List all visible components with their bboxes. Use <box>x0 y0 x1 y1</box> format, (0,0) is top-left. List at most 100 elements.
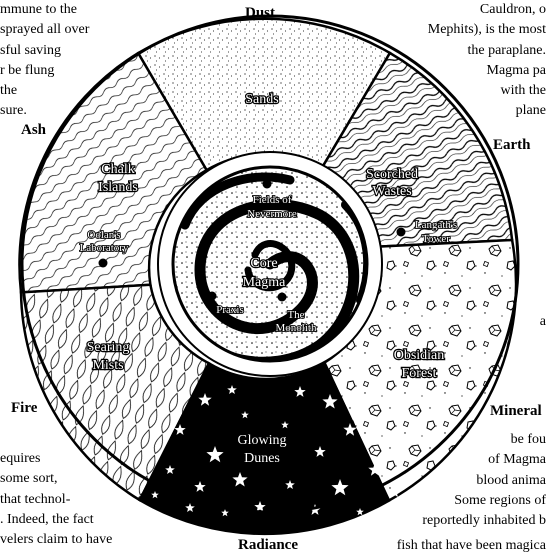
svg-text:Oolan's: Oolan's <box>87 229 120 241</box>
sands-region-label: Sands <box>245 92 278 107</box>
obsidian-forest-region-label: Obsidian Forest <box>393 347 446 382</box>
star-glyph <box>309 504 321 515</box>
star-glyph <box>322 394 338 409</box>
star-glyph <box>206 446 224 463</box>
ash-label: Ash <box>21 122 47 138</box>
prose-line: be fou <box>510 432 546 447</box>
prose-line: the <box>0 83 18 99</box>
svg-text:Magma: Magma <box>243 275 287 290</box>
svg-text:Fields of: Fields of <box>253 194 292 206</box>
svg-text:Chalk: Chalk <box>101 162 134 177</box>
svg-text:Praxis: Praxis <box>216 304 244 316</box>
star-glyph <box>281 421 289 429</box>
prose-line: . Indeed, the fact <box>0 511 94 527</box>
mineral-label: Mineral <box>490 403 542 419</box>
site-marker <box>396 227 406 237</box>
prose-line: blood anima <box>476 472 546 488</box>
scorched-wastes-region-label: Scorched Wastes <box>365 166 419 200</box>
prose-line: fish that have been magica <box>396 538 546 553</box>
prose-line: Some regions of <box>454 492 546 508</box>
star-glyph <box>294 386 306 397</box>
star-glyph <box>194 481 206 492</box>
prose-line: Cauldron, o <box>479 2 546 17</box>
praxis-site: Praxis <box>207 291 245 317</box>
prose-line: Magma pa <box>486 62 546 78</box>
svg-text:Glowing: Glowing <box>238 433 287 448</box>
star-glyph <box>285 480 295 489</box>
the-monolith-site: The Monolith <box>275 292 318 335</box>
star-glyph <box>356 508 364 516</box>
site-marker <box>207 291 217 301</box>
star-glyph <box>198 393 212 406</box>
fire-sector <box>19 283 211 502</box>
dust-label: Dust <box>245 5 275 21</box>
star-glyph <box>368 463 382 476</box>
star-glyph <box>221 509 229 517</box>
svg-text:Mists: Mists <box>92 358 123 373</box>
prose-bottom-right: be fou of Magma blood anima Some regions… <box>386 430 546 531</box>
prose-line: sure. <box>0 103 27 119</box>
fields-of-nevermore-site: Fields of Nevermore <box>246 179 298 221</box>
star-glyph <box>314 446 326 457</box>
radiance-label: Radiance <box>238 537 298 553</box>
star-glyph <box>331 479 349 496</box>
prose-line: velers claim to have <box>0 532 113 548</box>
prose-line: r be flung <box>0 62 55 78</box>
svg-text:Dunes: Dunes <box>244 451 280 466</box>
core-magma-region-label: Core Magma <box>241 255 287 291</box>
prose-line: a <box>539 314 546 329</box>
star-glyph <box>227 385 237 394</box>
svg-text:Nevermore: Nevermore <box>247 208 297 220</box>
oolans-laboratory-site: Oolan's Laboratory <box>79 228 130 268</box>
prose-top-left: mmune to the sprayed all over sful savin… <box>0 0 150 122</box>
svg-text:Forest: Forest <box>402 366 437 381</box>
svg-text:Langath's: Langath's <box>415 219 457 231</box>
prose-bottom-line: fish that have been magica <box>190 536 546 556</box>
prose-line: Mephits), is the most <box>427 22 546 38</box>
glowing-dunes-region-label: Glowing Dunes <box>236 432 287 467</box>
prose-line: the paraplane. <box>467 42 546 58</box>
prose-line: sprayed all over <box>0 22 90 38</box>
site-marker <box>98 258 108 268</box>
prose-line: that technol- <box>0 491 71 507</box>
svg-text:Obsidian: Obsidian <box>394 348 445 363</box>
star-glyph <box>174 424 186 435</box>
prose-line: sful saving <box>0 42 62 58</box>
star-glyph <box>151 491 159 499</box>
star-glyph <box>185 503 195 512</box>
prose-line: mmune to the <box>0 2 77 17</box>
langaths-tower-site: Langath's Tower <box>396 218 458 246</box>
prose-line: equires <box>0 451 41 466</box>
radiance-stars <box>151 385 400 517</box>
svg-text:Searing: Searing <box>87 340 130 355</box>
svg-text:Monolith: Monolith <box>276 322 317 334</box>
site-marker <box>262 179 272 189</box>
prose-line: of Magma <box>488 452 546 468</box>
earth-label: Earth <box>493 137 531 153</box>
prose-line: with the <box>500 83 546 99</box>
prose-top-right: Cauldron, o Mephits), is the most the pa… <box>356 0 546 122</box>
svg-text:Islands: Islands <box>98 180 138 195</box>
svg-text:Tower: Tower <box>422 233 450 245</box>
star-glyph <box>165 465 175 474</box>
star-glyph <box>390 488 400 497</box>
svg-text:Core: Core <box>250 256 277 271</box>
prose-right-fragment: a <box>526 312 546 332</box>
svg-text:The: The <box>287 309 304 321</box>
site-marker <box>277 292 287 302</box>
searing-mists-region-label: Searing Mists <box>85 339 130 374</box>
svg-text:Scorched: Scorched <box>366 167 418 182</box>
star-glyph <box>232 472 248 487</box>
star-glyph <box>343 423 357 436</box>
prose-bottom-left: equires some sort, that technol- . Indee… <box>0 449 150 550</box>
star-glyph <box>241 411 249 419</box>
prose-line: reportedly inhabited b <box>422 513 546 529</box>
svg-text:Laboratory: Laboratory <box>80 242 129 254</box>
outer-ring <box>20 14 520 514</box>
svg-text:Wastes: Wastes <box>372 184 411 199</box>
prose-line: plane <box>515 103 546 119</box>
chalk-islands-region-label: Chalk Islands <box>97 161 139 196</box>
fire-label: Fire <box>11 400 38 416</box>
